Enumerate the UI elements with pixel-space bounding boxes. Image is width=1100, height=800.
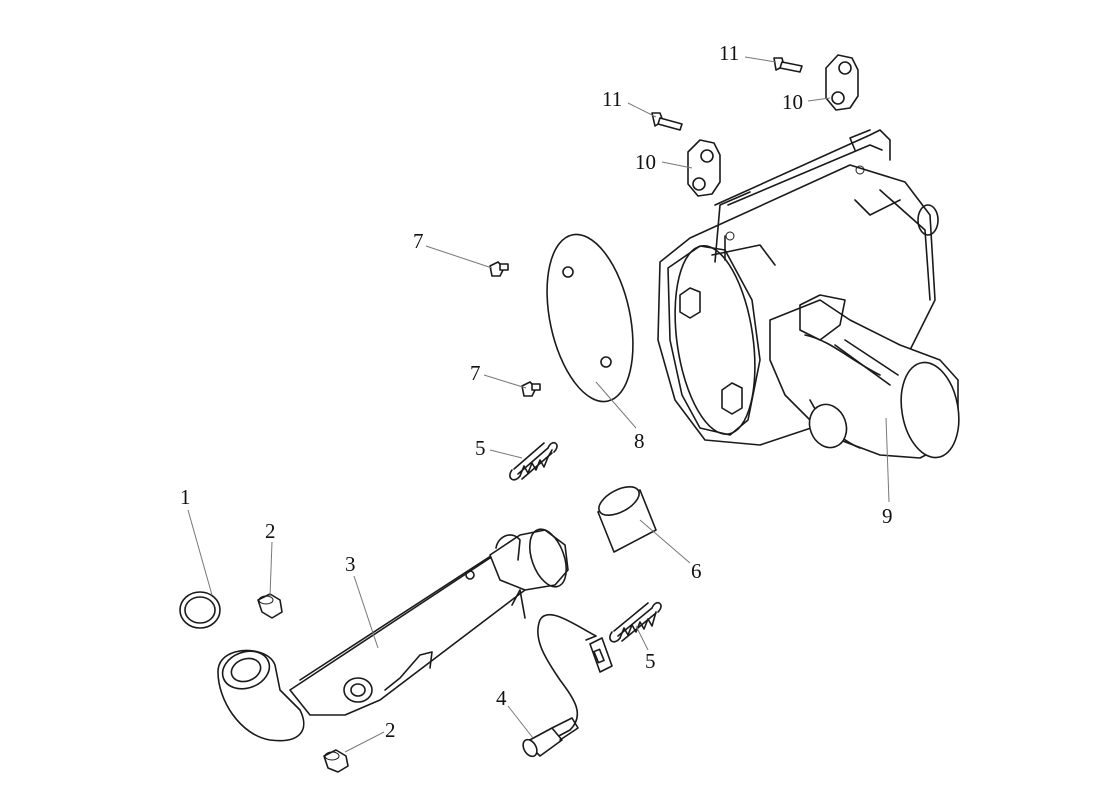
part-screw-upper [489, 261, 509, 277]
leader-2a [269, 541, 273, 597]
callout-4: 4 [496, 686, 507, 710]
part-sleeve [597, 486, 657, 553]
leader-5b [635, 625, 649, 651]
part-nut-upper [257, 593, 283, 619]
part-o2-sensor [522, 613, 613, 758]
callout-5: 5 [645, 649, 656, 673]
leader-6 [639, 519, 691, 564]
leader-11b [627, 102, 657, 118]
callout-11: 11 [602, 87, 622, 111]
leader-10b [661, 161, 693, 169]
part-gasket-plate [546, 233, 634, 403]
callout-10: 10 [782, 90, 803, 114]
callout-6: 6 [691, 559, 702, 583]
leader-4 [507, 705, 534, 739]
part-bolt-upper [773, 57, 803, 73]
callout-11: 11 [719, 41, 739, 65]
callout-2: 2 [385, 718, 396, 742]
part-exhaust-pipe [217, 528, 569, 742]
part-nut-lower [323, 749, 349, 773]
callout-8: 8 [634, 429, 645, 453]
callout-7: 7 [413, 229, 424, 253]
leader-10a [807, 97, 831, 102]
part-bracket-lower [687, 139, 721, 197]
part-screw-lower [521, 381, 541, 397]
leader-2b [344, 731, 385, 753]
part-bolt-lower [651, 112, 683, 131]
leader-1 [187, 509, 213, 596]
callout-9: 9 [882, 504, 893, 528]
part-spring-upper [509, 441, 558, 481]
callout-2: 2 [265, 519, 276, 543]
callout-7: 7 [470, 361, 481, 385]
callout-1: 1 [180, 485, 191, 509]
leader-7b [483, 374, 527, 389]
leader-3 [353, 575, 379, 649]
part-muffler [657, 129, 960, 459]
leader-8 [595, 381, 637, 429]
leader-5a [489, 449, 523, 459]
callout-5: 5 [475, 436, 486, 460]
part-o-ring [179, 591, 221, 629]
callout-3: 3 [345, 552, 356, 576]
part-spring-lower [609, 601, 662, 643]
leader-11a [744, 56, 777, 63]
leader-7a [425, 245, 493, 269]
callout-10: 10 [635, 150, 656, 174]
leader-9 [885, 417, 890, 503]
part-bracket-upper [825, 54, 859, 111]
